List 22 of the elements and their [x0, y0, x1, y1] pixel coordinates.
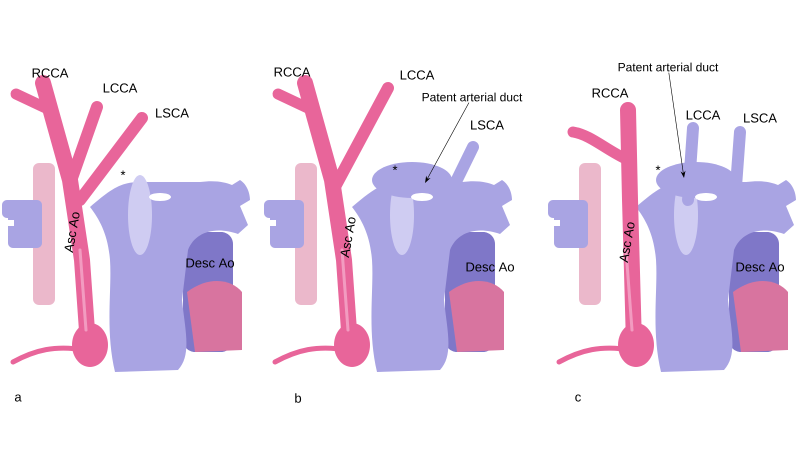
vessel-label: * [120, 170, 126, 176]
vessel-label: LSCA [471, 120, 504, 130]
vessel-label: LSCA [156, 108, 189, 118]
vessel-label: RCCA [274, 67, 310, 77]
vessel-label: a [14, 394, 22, 402]
vessel-label: LCCA [400, 70, 434, 80]
vessel-label: * [392, 166, 398, 170]
vessel-label: c [575, 394, 581, 402]
vessel-label: * [656, 166, 660, 170]
vessel-label: RCCA [32, 68, 68, 78]
callout-text: Patent arterial duct [422, 92, 522, 102]
vessel-label: LSCA [744, 113, 777, 123]
leader-line [425, 102, 470, 183]
vessel-label: Desc Ao [466, 262, 514, 272]
vessel-label: LCCA [104, 83, 138, 93]
vessel-label: Asc Ao [620, 222, 634, 264]
vessel-label: b [295, 393, 302, 403]
vessel-label: Asc Ao [340, 217, 356, 258]
vessel-label: RCCA [592, 88, 628, 98]
vessel-label: Asc Ao [64, 212, 80, 254]
callout-text: Patent arterial duct [618, 62, 718, 72]
vessel-label: LCCA [686, 110, 720, 120]
